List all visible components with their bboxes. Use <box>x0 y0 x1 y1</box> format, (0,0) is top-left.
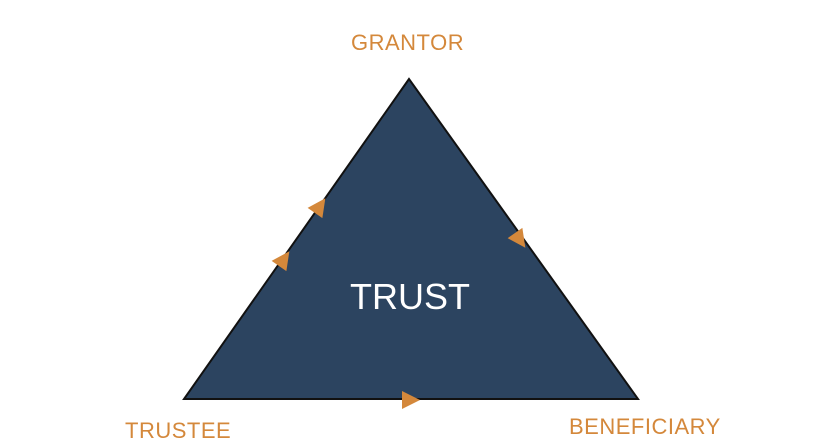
trust-label: TRUST <box>350 276 470 317</box>
grantor-label: GRANTOR <box>351 30 465 55</box>
trust-triangle <box>182 77 640 400</box>
flow-arrow-left-upper-icon <box>307 198 326 219</box>
flow-arrow-right-icon <box>507 227 526 248</box>
flow-arrow-left-lower-icon <box>271 251 290 272</box>
beneficiary-label: BENEFICIARY <box>569 414 721 439</box>
trustee-label: TRUSTEE <box>125 418 232 443</box>
flow-arrow-bottom-icon <box>402 391 420 409</box>
